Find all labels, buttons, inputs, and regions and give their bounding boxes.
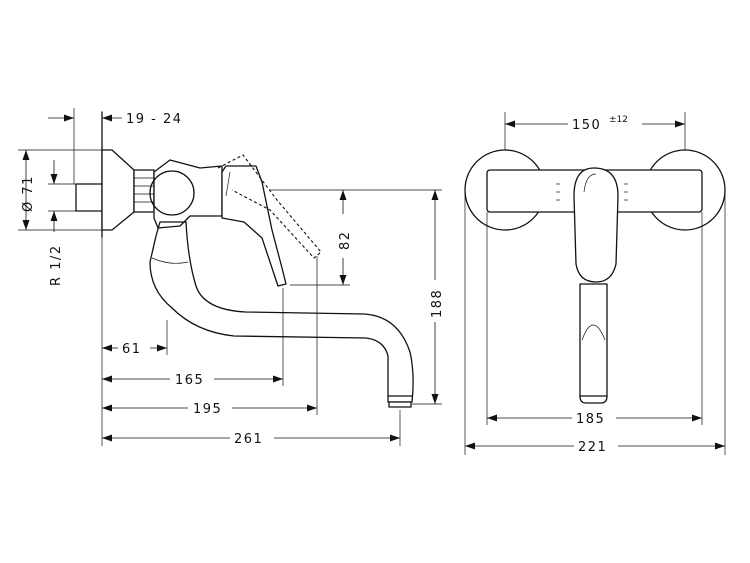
dim-inlet-offset-label: 19 - 24: [126, 112, 183, 127]
dim-185-label: 185: [576, 412, 605, 427]
dim-total-height: 188: [350, 189, 445, 405]
dim-165-label: 165: [175, 373, 204, 388]
dim-centers-label: 150: [572, 118, 601, 133]
dim-165: 165: [102, 373, 283, 388]
dim-221: 221: [465, 440, 725, 455]
lever-detail: [225, 171, 231, 197]
dim-inlet-offset: 19 - 24: [48, 108, 183, 184]
dim-diameter-label: Ø 71: [21, 175, 36, 212]
dim-61-label: 61: [122, 342, 142, 357]
spout-front: [579, 283, 608, 404]
dim-lever-height: 82: [270, 189, 353, 286]
dim-185: 185: [487, 412, 702, 427]
valve-body: [153, 159, 223, 229]
valve-body-boss: [149, 170, 195, 216]
dim-261-label: 261: [234, 432, 263, 447]
lever-handle-front: [573, 167, 619, 283]
side-view: 19 - 24 Ø 71 R 1/2 82: [18, 108, 445, 447]
dim-221-label: 221: [578, 440, 607, 455]
wall-rosette: [101, 149, 135, 231]
dim-centers-tolerance: ±12: [609, 115, 628, 125]
connection-nut: [133, 169, 155, 213]
dim-diameter: Ø 71: [18, 149, 102, 231]
dim-total-height-label: 188: [430, 289, 445, 318]
spout-front-inner: [581, 324, 606, 341]
lever-handle: [221, 165, 287, 287]
dim-261: 261: [102, 432, 400, 447]
dim-thread-label: R 1/2: [49, 244, 64, 286]
dim-centers: 150 ±12: [505, 115, 685, 133]
dim-lever-height-label: 82: [338, 230, 353, 250]
dim-thread: R 1/2: [48, 160, 76, 286]
lever-open-position: [217, 154, 322, 259]
spout-collar-line: [151, 257, 189, 264]
front-view: 150 ±12 185 221: [464, 112, 726, 455]
lever-handle-front-inner: [583, 173, 597, 193]
aerator: [388, 401, 412, 408]
dim-195-label: 195: [193, 402, 222, 417]
lever-detail-marks: [556, 183, 628, 201]
dim-195: 195: [102, 402, 317, 417]
inlet-nipple: [75, 183, 103, 212]
dim-61: 61: [102, 342, 167, 357]
swivel-spout: [149, 221, 414, 403]
